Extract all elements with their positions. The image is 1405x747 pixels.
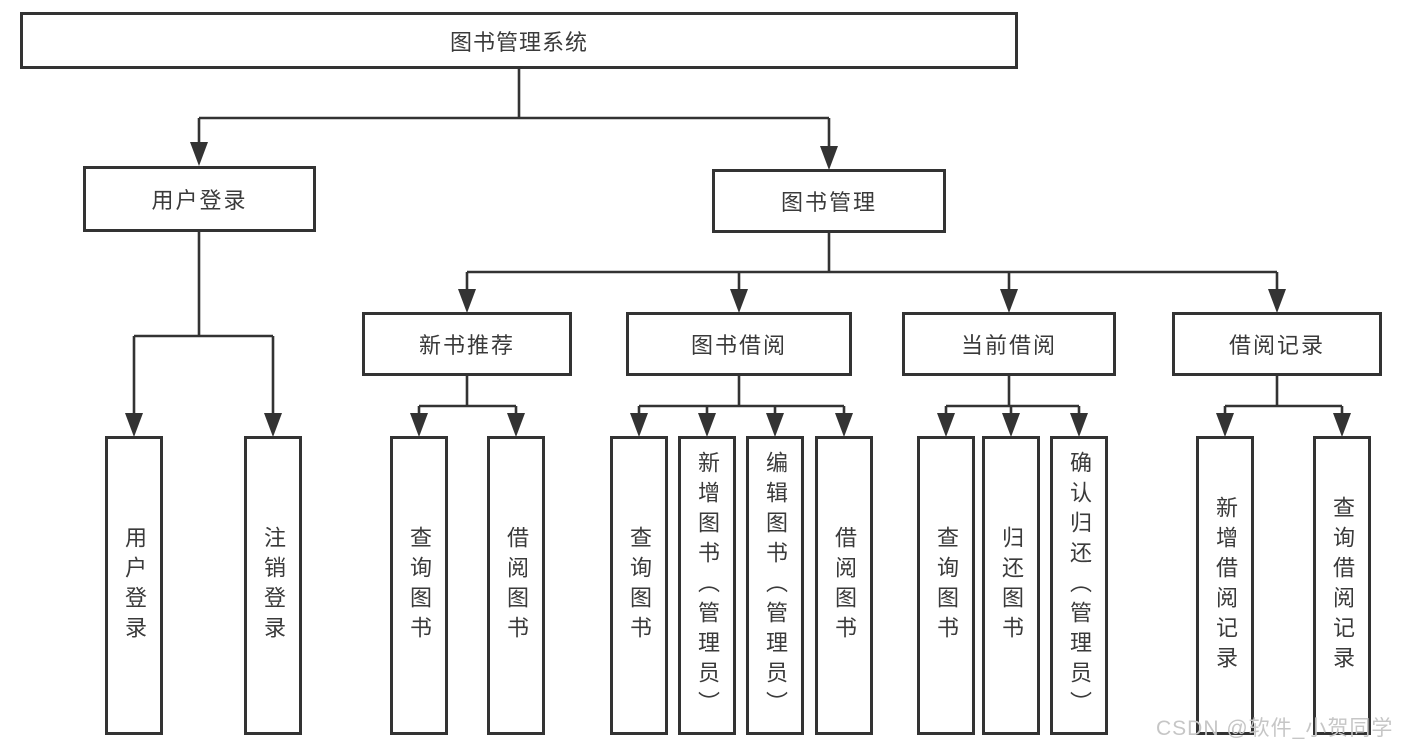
leaf-add-books-admin: 新增图书（管理员） [678, 436, 736, 735]
leaf-confirm-return-admin: 确认归还（管理员） [1050, 436, 1108, 735]
node-book-management-branch: 图书管理 [712, 169, 946, 233]
node-label: 当前借阅 [960, 333, 1057, 358]
leaf-return-books: 归还图书 [982, 436, 1040, 735]
node-label: 图书管理 [780, 190, 877, 215]
leaf-borrow-books: 借阅图书 [815, 436, 873, 735]
node-book-borrowing: 图书借阅 [626, 312, 852, 376]
node-label: 归还图书 [999, 525, 1024, 646]
node-label: 注销登录 [261, 525, 286, 646]
node-label: 新增图书（管理员） [695, 450, 720, 721]
leaf-query-borrow-record: 查询借阅记录 [1313, 436, 1371, 735]
node-label: 查询图书 [934, 525, 959, 646]
node-label: 查询图书 [627, 525, 652, 646]
node-label: 用户登录 [151, 188, 248, 213]
leaf-query-books-borrowing: 查询图书 [610, 436, 668, 735]
node-label: 新书推荐 [418, 333, 515, 358]
leaf-user-login: 用户登录 [105, 436, 163, 735]
leaf-add-borrow-record: 新增借阅记录 [1196, 436, 1254, 735]
node-label: 借阅记录 [1228, 333, 1325, 358]
node-label: 查询图书 [407, 525, 432, 646]
node-borrowing-records: 借阅记录 [1172, 312, 1382, 376]
leaf-query-books-recommend: 查询图书 [390, 436, 448, 735]
node-label: 借阅图书 [504, 525, 529, 646]
csdn-watermark: CSDN @软件_小贺同学 [1156, 717, 1394, 740]
node-label: 用户登录 [122, 525, 147, 646]
node-label: 确认归还（管理员） [1067, 450, 1092, 721]
node-new-book-recommend: 新书推荐 [362, 312, 572, 376]
node-current-borrowing: 当前借阅 [902, 312, 1116, 376]
node-user-login-branch: 用户登录 [83, 166, 316, 232]
node-label: 图书借阅 [690, 333, 787, 358]
node-library-management-system: 图书管理系统 [20, 12, 1018, 69]
node-label: 图书管理系统 [449, 29, 588, 55]
node-label: 查询借阅记录 [1330, 495, 1355, 676]
leaf-edit-books-admin: 编辑图书（管理员） [746, 436, 804, 735]
node-label: 编辑图书（管理员） [763, 450, 788, 721]
node-label: 新增借阅记录 [1213, 495, 1238, 676]
leaf-borrow-books-recommend: 借阅图书 [487, 436, 545, 735]
node-label: 借阅图书 [832, 525, 857, 646]
leaf-query-books-current: 查询图书 [917, 436, 975, 735]
leaf-logout: 注销登录 [244, 436, 302, 735]
